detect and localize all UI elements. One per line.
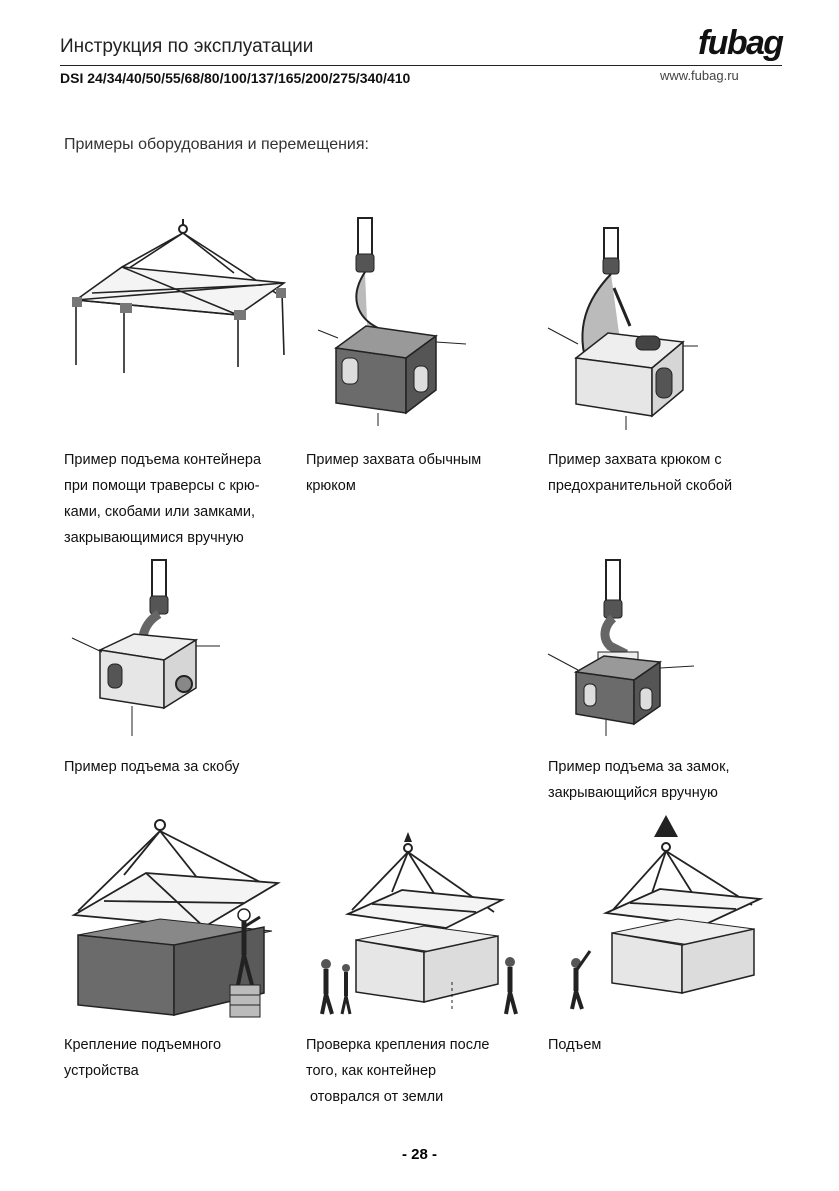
caption-lifting: Подъем [548,1037,602,1053]
safety-hook-illustration [547,227,698,430]
svg-text:fubag: fubag [698,24,784,62]
lift-off-check-illustration [320,832,518,1015]
section-intro: Примеры оборудования и перемещения: [64,136,369,153]
caption-shackle-lift: Пример подъема за скобу [64,759,240,775]
lifting-illustration [570,815,764,1010]
caption-twistlock-lift: Пример подъема за замок,закрывающийся вр… [548,759,730,801]
header-rule [60,65,782,66]
spreader-frame-illustration [72,219,287,373]
attaching-spreader-illustration [71,819,281,1018]
website-url: www.fubag.ru [660,68,739,83]
page-number: - 28 - [401,1146,437,1163]
fubag-logo: fubag [698,24,784,62]
shackle-lift-illustration [71,559,220,736]
twistlock-lift-illustration [547,559,695,736]
model-list: DSI 24/34/40/50/55/68/80/100/137/165/200… [60,70,411,86]
regular-hook-illustration [317,217,467,426]
document-title: Инструкция по эксплуатации [60,36,314,57]
